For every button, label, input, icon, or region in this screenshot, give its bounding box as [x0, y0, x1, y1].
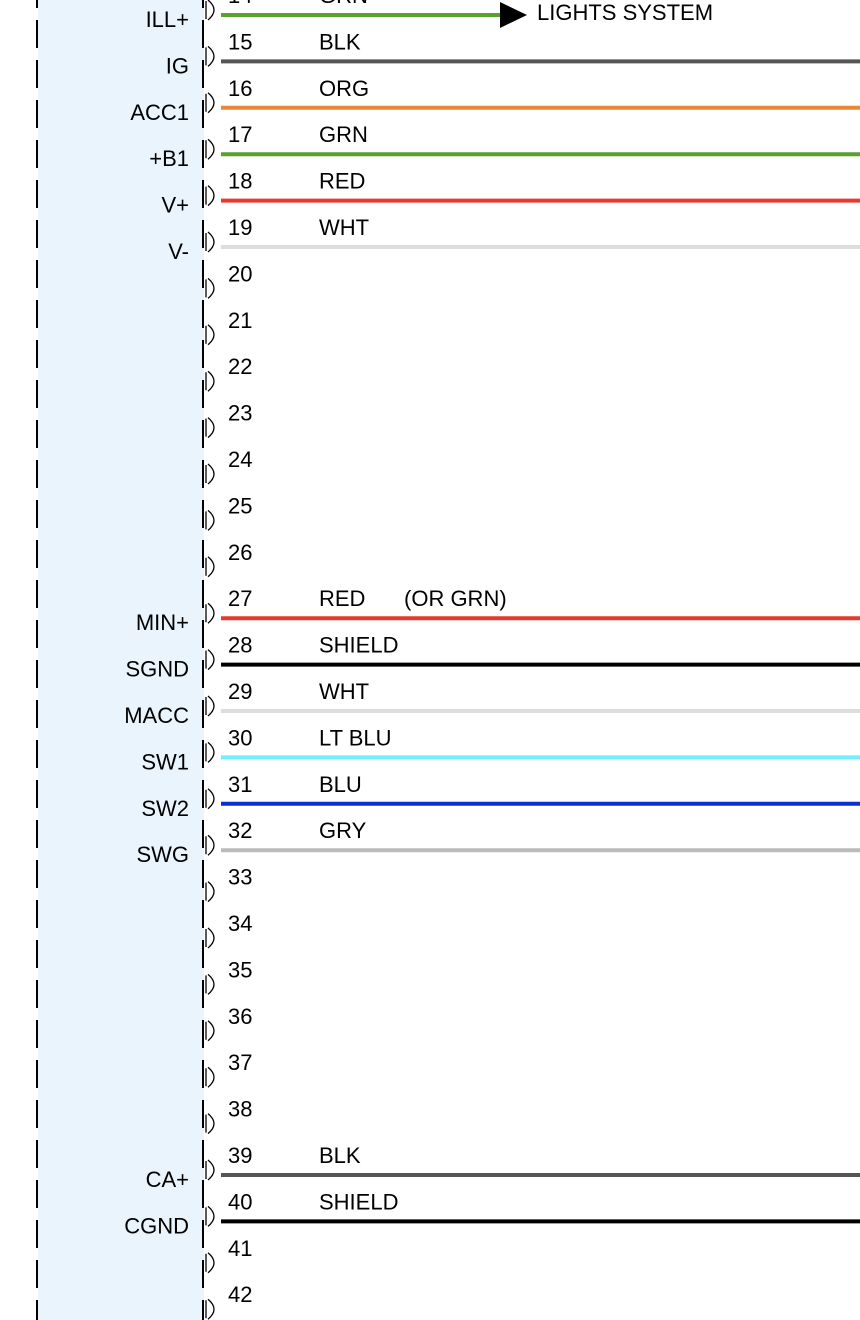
pin-number-17: 17: [228, 122, 252, 147]
wire-color-label-40: SHIELD: [319, 1189, 398, 1214]
pin-number-28: 28: [228, 633, 252, 658]
pin-label-31: SW2: [141, 796, 189, 821]
pin-number-26: 26: [228, 540, 252, 565]
arrow-head-14: [500, 2, 527, 28]
pin-terminal-22: [205, 370, 215, 392]
wire-color-label-19: WHT: [319, 215, 369, 240]
pin-terminal-25: [205, 509, 215, 531]
wire-color-label-32: GRY: [319, 818, 367, 843]
pin-number-19: 19: [228, 215, 252, 240]
pin-number-32: 32: [228, 818, 252, 843]
pin-terminal-39: [205, 1159, 215, 1181]
pin-number-41: 41: [228, 1236, 252, 1261]
pin-terminal-41: [205, 1252, 215, 1274]
pin-label-17: +B1: [149, 146, 189, 171]
pin-label-15: IG: [166, 53, 189, 78]
pin-terminal-28: [205, 649, 215, 671]
wire-color-label-16: ORG: [319, 76, 369, 101]
wire-color-label-39: BLK: [319, 1143, 361, 1168]
pin-number-27: 27: [228, 586, 252, 611]
pin-number-25: 25: [228, 493, 252, 518]
pin-number-38: 38: [228, 1097, 252, 1122]
pin-label-27: MIN+: [136, 610, 189, 635]
pin-number-35: 35: [228, 957, 252, 982]
wire-color-label-30: LT BLU: [319, 725, 392, 750]
pin-label-19: V-: [168, 239, 189, 264]
pin-terminal-36: [205, 1020, 215, 1042]
pin-number-29: 29: [228, 679, 252, 704]
pin-terminal-40: [205, 1205, 215, 1227]
destination-label-14: LIGHTS SYSTEM: [537, 0, 713, 25]
pin-label-39: CA+: [146, 1167, 189, 1192]
pin-label-28: SGND: [125, 657, 189, 682]
module-body: [38, 0, 204, 1320]
pin-terminal-29: [205, 695, 215, 717]
pin-terminal-18: [205, 185, 215, 207]
wire-color-label-15: BLK: [319, 29, 361, 54]
pin-number-24: 24: [228, 447, 252, 472]
pin-terminal-37: [205, 1066, 215, 1088]
pin-terminal-34: [205, 927, 215, 949]
pin-number-37: 37: [228, 1050, 252, 1075]
pin-terminal-21: [205, 324, 215, 346]
pin-terminal-33: [205, 881, 215, 903]
wire-color-label-29: WHT: [319, 679, 369, 704]
pin-number-14: 14: [228, 0, 252, 8]
pin-label-14: ILL+: [146, 7, 189, 32]
pin-number-36: 36: [228, 1004, 252, 1029]
pin-terminal-42: [205, 1298, 215, 1320]
pin-number-39: 39: [228, 1143, 252, 1168]
pin-number-23: 23: [228, 401, 252, 426]
pin-terminal-19: [205, 231, 215, 253]
pin-terminal-23: [205, 417, 215, 439]
pin-number-16: 16: [228, 76, 252, 101]
pin-terminal-32: [205, 834, 215, 856]
pin-terminal-17: [205, 138, 215, 160]
pin-terminal-14: [205, 0, 215, 21]
wire-note-27: (OR GRN): [404, 586, 507, 611]
wire-color-label-28: SHIELD: [319, 633, 398, 658]
pin-terminal-24: [205, 463, 215, 485]
wire-color-label-31: BLU: [319, 772, 362, 797]
wire-color-label-18: RED: [319, 169, 365, 194]
pin-label-30: SW1: [141, 749, 189, 774]
pin-label-32: SWG: [136, 842, 189, 867]
pin-number-15: 15: [228, 29, 252, 54]
pin-terminal-20: [205, 277, 215, 299]
wire-color-label-14: GRN: [319, 0, 368, 8]
pin-label-16: ACC1: [130, 100, 189, 125]
pin-number-20: 20: [228, 261, 252, 286]
pin-number-40: 40: [228, 1189, 252, 1214]
pin-terminal-30: [205, 741, 215, 763]
pin-number-21: 21: [228, 308, 252, 333]
pin-number-34: 34: [228, 911, 252, 936]
pin-label-29: MACC: [124, 703, 189, 728]
pin-label-18: V+: [161, 193, 189, 218]
pin-terminal-35: [205, 973, 215, 995]
pin-number-42: 42: [228, 1282, 252, 1307]
pin-terminal-15: [205, 45, 215, 67]
pin-number-22: 22: [228, 354, 252, 379]
pin-terminal-31: [205, 788, 215, 810]
pin-number-18: 18: [228, 169, 252, 194]
wire-color-label-17: GRN: [319, 122, 368, 147]
pin-terminal-38: [205, 1113, 215, 1135]
pin-number-31: 31: [228, 772, 252, 797]
pin-number-33: 33: [228, 865, 252, 890]
pin-label-40: CGND: [124, 1213, 189, 1238]
pin-terminal-16: [205, 92, 215, 114]
pin-terminal-27: [205, 602, 215, 624]
pin-number-30: 30: [228, 725, 252, 750]
pin-terminal-26: [205, 556, 215, 578]
wire-color-label-27: RED: [319, 586, 365, 611]
